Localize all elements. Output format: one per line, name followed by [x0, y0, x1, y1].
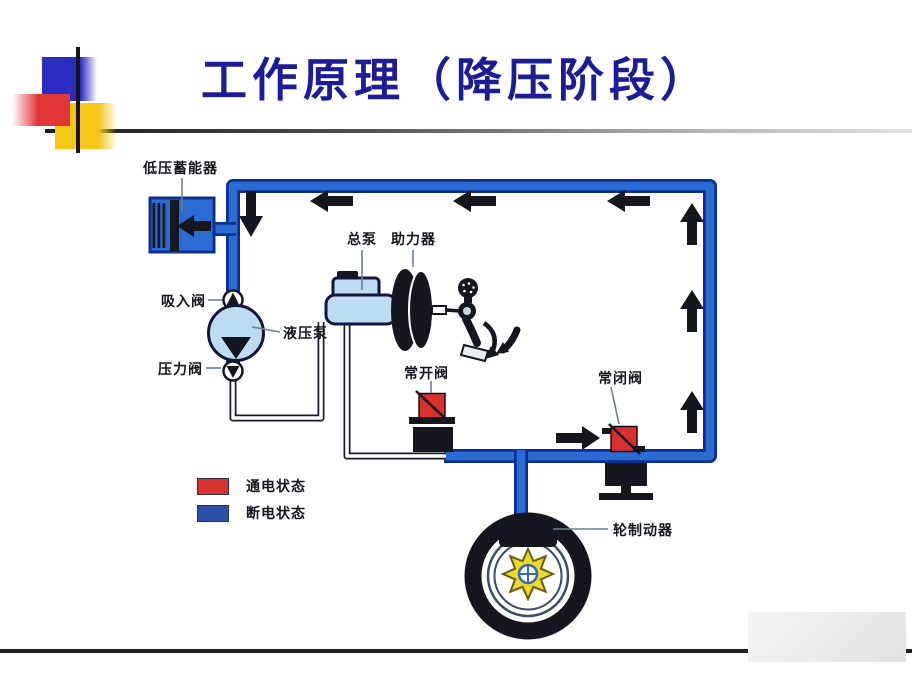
legend-row-energized: 通电状态 [197, 476, 306, 496]
flow-arrow-right [556, 426, 600, 450]
label-suction-valve: 吸入阀 [161, 293, 206, 309]
normally-open-valve [409, 381, 455, 452]
label-master-cylinder: 总泵 [347, 231, 377, 247]
label-booster: 助力器 [391, 231, 436, 247]
booster [391, 269, 434, 351]
normally-closed-valve [599, 386, 653, 500]
label-hydraulic-pump: 液压泵 [283, 325, 328, 341]
label-accumulator: 低压蓄能器 [143, 160, 218, 176]
wheel-brake [464, 512, 592, 640]
check-valve-icon [226, 292, 240, 306]
label-normally-closed-valve: 常闭阀 [598, 370, 643, 386]
legend: 通电状态 断电状态 [197, 476, 306, 530]
flow-arrows [239, 190, 704, 450]
flow-arrow-left-1 [310, 190, 353, 212]
bottom-separator-line [0, 649, 912, 653]
legend-row-deenergized: 断电状态 [197, 503, 306, 523]
accumulator-flow-arrow [177, 215, 211, 237]
bottom-right-watermark-box [748, 612, 906, 662]
master-cylinder [324, 271, 408, 326]
flow-arrow-left-3 [607, 190, 650, 212]
legend-label-deenergized: 断电状态 [246, 505, 306, 521]
legend-swatch-energized [197, 477, 229, 495]
label-wheel-brake: 轮制动器 [613, 522, 673, 538]
pressure-valve [222, 360, 244, 382]
spring-icon [152, 200, 179, 251]
label-line-hydraulic-pump [251, 326, 281, 333]
check-valve-icon [226, 366, 240, 378]
pump-return-line [229, 322, 325, 422]
page-title: 工作原理（降压阶段） [201, 54, 711, 106]
pedal-rotation-arrow [482, 321, 521, 359]
label-normally-open-valve: 常开阀 [404, 365, 449, 381]
hydraulic-pump [207, 304, 265, 362]
title-separator-line [45, 129, 912, 133]
flow-arrow-up-3 [680, 391, 704, 433]
legend-label-energized: 通电状态 [246, 478, 306, 494]
deco-blue-square [42, 57, 97, 101]
master-cylinder-brake-line [343, 320, 446, 460]
flow-arrow-up-1 [680, 203, 704, 245]
deco-red-square [12, 94, 70, 126]
brake-pedal [431, 278, 490, 363]
accumulator [148, 196, 216, 254]
flow-arrow-left-2 [453, 190, 496, 212]
pump-triangle-icon [221, 337, 251, 359]
label-pressure-valve: 压力阀 [158, 361, 203, 377]
legend-swatch-deenergized [197, 504, 229, 522]
label-line-normally-closed-valve [610, 386, 620, 425]
flow-arrow-down [239, 191, 263, 237]
flow-arrow-up-2 [680, 290, 704, 332]
deco-vertical-line [76, 47, 80, 153]
